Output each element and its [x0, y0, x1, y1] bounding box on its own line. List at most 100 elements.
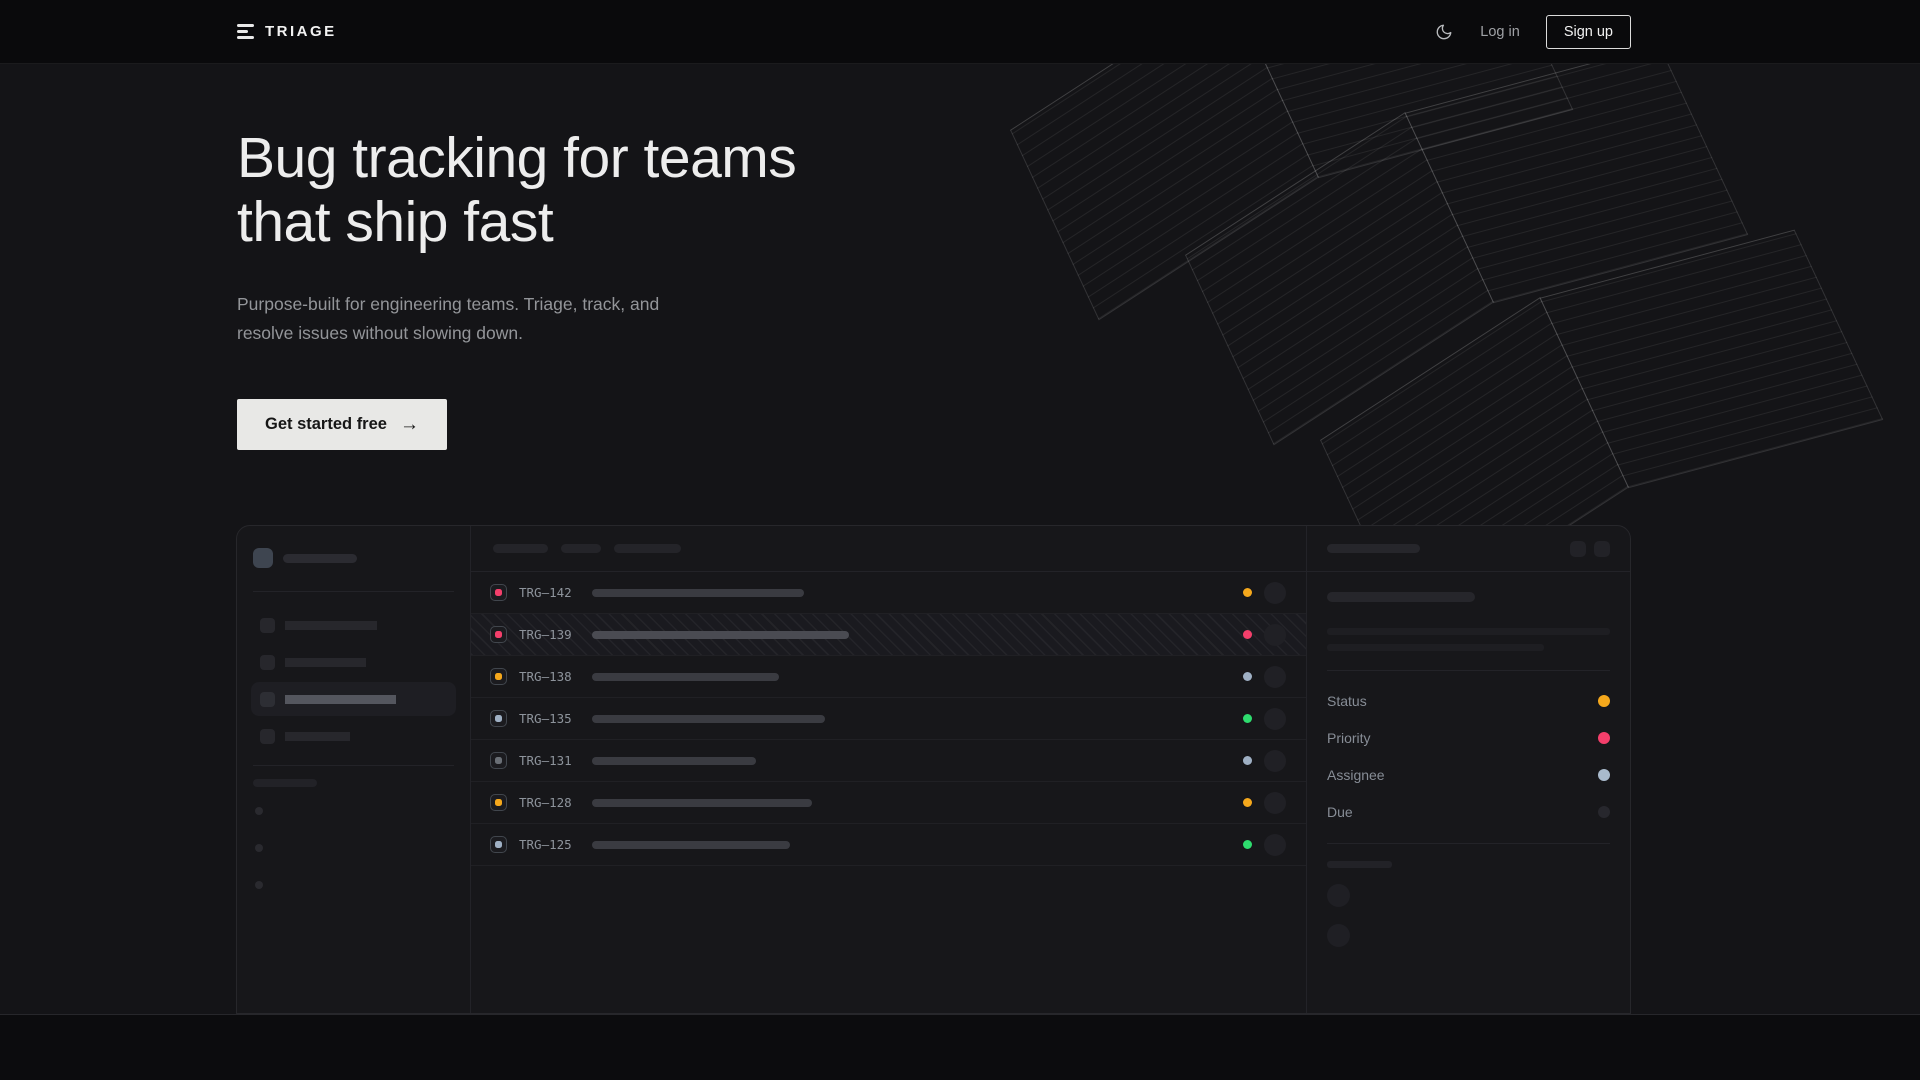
field-row: Due	[1327, 793, 1610, 830]
issue-list-column: TRG–142 TRG–139	[471, 526, 1306, 1013]
activity-section-skeleton	[1327, 861, 1392, 868]
status-dot	[1243, 630, 1252, 639]
login-link[interactable]: Log in	[1480, 23, 1520, 40]
sidebar-nav-item	[251, 682, 456, 716]
issue-id: TRG–135	[519, 711, 572, 726]
nav-item-label-skeleton	[285, 620, 377, 630]
triage-logo-icon	[237, 24, 254, 39]
nav-item-icon	[260, 617, 275, 633]
issue-title-skeleton	[1327, 592, 1475, 602]
app-preview-mockup: TRG–142 TRG–139	[236, 525, 1631, 1014]
issue-title-skeleton	[592, 840, 790, 849]
field-label: Due	[1327, 803, 1353, 820]
list-header	[471, 526, 1306, 572]
issue-type-icon	[490, 710, 507, 727]
assignee-avatar	[1264, 665, 1286, 688]
nav-item-icon	[260, 691, 275, 707]
status-dot	[1243, 756, 1252, 765]
issue-id: TRG–142	[519, 585, 572, 600]
issue-row: TRG–142	[471, 572, 1306, 614]
issue-title-skeleton	[592, 756, 756, 765]
issue-detail-panel: Status Priority Assignee Due	[1306, 526, 1630, 1013]
issue-title-skeleton	[592, 672, 779, 681]
issue-type-icon	[490, 752, 507, 769]
field-value-dot	[1598, 731, 1610, 744]
footer-band	[0, 1014, 1920, 1080]
nav-item-label-skeleton	[285, 694, 396, 704]
issue-row: TRG–138	[471, 656, 1306, 698]
filter-pill-skeleton	[493, 544, 548, 553]
signup-button[interactable]: Sign up	[1545, 14, 1631, 49]
panel-header-buttons	[1570, 540, 1610, 557]
issue-type-icon	[490, 836, 507, 853]
status-dot	[1243, 714, 1252, 723]
assignee-avatar	[1264, 707, 1286, 730]
assignee-avatar	[1264, 749, 1286, 772]
field-label: Priority	[1327, 729, 1371, 746]
issue-row: TRG–135	[471, 698, 1306, 740]
get-started-button[interactable]: Get started free →	[237, 399, 447, 450]
panel-body: Status Priority Assignee Due	[1307, 572, 1630, 947]
field-row: Assignee	[1327, 756, 1610, 793]
comment-avatar-skeleton	[1327, 884, 1350, 907]
sidebar-bullet-list	[253, 807, 454, 889]
assignee-avatar	[1264, 833, 1286, 856]
issue-description-skeleton	[1327, 628, 1610, 635]
issue-type-icon	[490, 794, 507, 811]
issue-id: TRG–128	[519, 795, 572, 810]
status-dot	[1243, 798, 1252, 807]
nav-actions: Log in Sign up	[1434, 14, 1631, 49]
field-label: Status	[1327, 692, 1367, 709]
issue-title-skeleton	[592, 798, 812, 807]
field-value-dot	[1598, 805, 1610, 818]
field-value-dot	[1598, 768, 1610, 781]
issue-title-skeleton	[592, 630, 849, 639]
workspace-avatar	[253, 548, 273, 568]
field-label: Assignee	[1327, 766, 1385, 783]
sidebar-section-skeleton	[253, 779, 317, 787]
issue-row: TRG–128	[471, 782, 1306, 824]
issue-row: TRG–125	[471, 824, 1306, 866]
issue-rows: TRG–142 TRG–139	[471, 572, 1306, 866]
hero-section: Bug tracking for teams that ship fast Pu…	[0, 64, 1920, 450]
hero-subtitle: Purpose-built for engineering teams. Tri…	[237, 294, 660, 343]
issue-id: TRG–125	[519, 837, 572, 852]
comment-avatar-skeleton	[1327, 924, 1350, 947]
brand-name: TRIAGE	[265, 23, 337, 40]
panel-header	[1307, 526, 1630, 572]
mockup-sidebar	[237, 526, 471, 1013]
issue-fields: Status Priority Assignee Due	[1327, 682, 1610, 830]
issue-row: TRG–131	[471, 740, 1306, 782]
assignee-avatar	[1264, 581, 1286, 604]
issue-id: TRG–138	[519, 669, 572, 684]
sidebar-nav-item	[251, 608, 456, 642]
assignee-avatar	[1264, 623, 1286, 646]
workspace-switcher-skeleton	[253, 548, 454, 568]
issue-row: TRG–139	[471, 614, 1306, 656]
filter-pill-skeleton	[614, 544, 681, 553]
issue-id: TRG–131	[519, 753, 572, 768]
navbar: TRIAGE Log in Sign up	[0, 0, 1920, 64]
field-row: Status	[1327, 682, 1610, 719]
brand[interactable]: TRIAGE	[237, 23, 337, 40]
issue-title-skeleton	[592, 588, 804, 597]
nav-item-label-skeleton	[285, 657, 366, 667]
assignee-avatar	[1264, 791, 1286, 814]
field-value-dot	[1598, 694, 1610, 707]
nav-item-icon	[260, 654, 275, 670]
filter-pill-skeleton	[561, 544, 601, 553]
nav-item-icon	[260, 728, 275, 744]
sidebar-nav-item	[251, 645, 456, 679]
sidebar-nav-item	[251, 719, 456, 753]
workspace-name-skeleton	[283, 553, 357, 563]
moon-icon[interactable]	[1434, 22, 1454, 42]
issue-type-icon	[490, 626, 507, 643]
arrow-right-icon: →	[399, 413, 419, 435]
issue-description-skeleton	[1327, 644, 1544, 651]
status-dot	[1243, 672, 1252, 681]
hero-title: Bug tracking for teams that ship fast	[237, 126, 797, 254]
issue-type-icon	[490, 584, 507, 601]
issue-type-icon	[490, 668, 507, 685]
sidebar-nav-skeleton	[251, 608, 456, 753]
field-row: Priority	[1327, 719, 1610, 756]
